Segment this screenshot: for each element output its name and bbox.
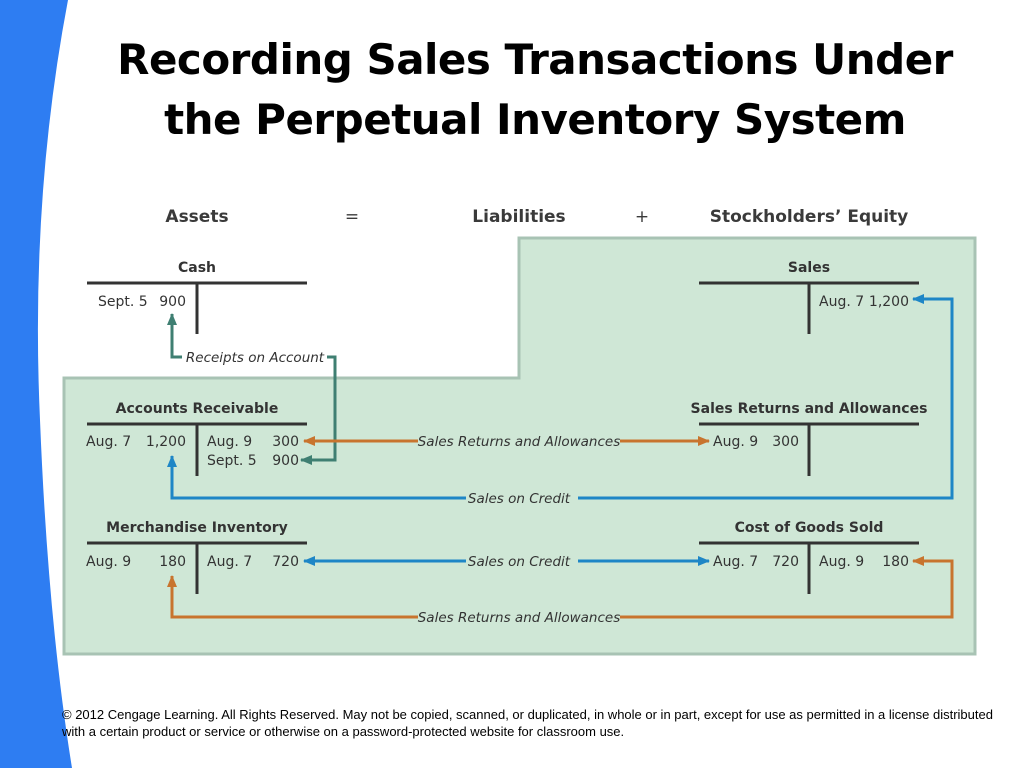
flow-label-sra-top: Sales Returns and Allowances: [418, 434, 621, 450]
t-account-merchandise-inventory: Merchandise Inventory Aug. 9 180 Aug. 7 …: [86, 520, 307, 594]
cogs-credit-amount: 180: [882, 554, 909, 570]
t-account-cash: Cash Sept. 5 900: [87, 260, 307, 334]
flow-label-receipts: Receipts on Account: [186, 350, 325, 366]
mi-credit-date: Aug. 7: [207, 554, 252, 570]
ar-debit-date: Aug. 7: [86, 434, 131, 450]
sales-credit-amount: 1,200: [869, 294, 909, 310]
account-name-merchandise-inventory: Merchandise Inventory: [106, 520, 288, 536]
sra-debit-amount: 300: [772, 434, 799, 450]
equation-plus: +: [635, 207, 649, 227]
equation-equals: =: [345, 207, 359, 227]
ar-credit-date-1: Aug. 9: [207, 434, 252, 450]
flow-label-credit-top: Sales on Credit: [468, 491, 571, 507]
equation-assets: Assets: [165, 207, 228, 227]
t-account-cogs: Cost of Goods Sold Aug. 7 720 Aug. 9 180: [699, 520, 919, 594]
ar-credit-date-2: Sept. 5: [207, 453, 257, 469]
account-name-cash: Cash: [178, 260, 216, 276]
flow-receipts-from-ar-arrow: [300, 355, 337, 465]
account-name-cogs: Cost of Goods Sold: [735, 520, 884, 536]
left-accent-band: [0, 0, 72, 768]
cash-debit-amount: 900: [159, 294, 186, 310]
t-account-sales-returns: Sales Returns and Allowances Aug. 9 300: [691, 401, 928, 476]
ar-credit-amount-2: 900: [272, 453, 299, 469]
cogs-credit-date: Aug. 9: [819, 554, 864, 570]
equation-liabilities: Liabilities: [472, 207, 565, 227]
flow-credit-to-ar-arrow: [167, 455, 466, 500]
mi-credit-amount: 720: [272, 554, 299, 570]
flow-credit-to-sales-arrow: [578, 294, 954, 500]
green-panel: [62, 236, 977, 656]
t-account-accounts-receivable: Accounts Receivable Aug. 7 1,200 Aug. 9 …: [86, 401, 307, 476]
flow-sra-bottom-to-mi-arrow: [167, 575, 418, 619]
cash-debit-date: Sept. 5: [98, 294, 148, 310]
sales-credit-date: Aug. 7: [819, 294, 864, 310]
t-account-sales: Sales Aug. 7 1,200: [699, 260, 919, 334]
equation-equity: Stockholders’ Equity: [710, 207, 909, 227]
sra-debit-date: Aug. 9: [713, 434, 758, 450]
slide-title-line-1: Recording Sales Transactions Under: [117, 35, 953, 84]
mi-debit-amount: 180: [159, 554, 186, 570]
flow-label-sra-bottom: Sales Returns and Allowances: [418, 610, 621, 626]
cogs-debit-date: Aug. 7: [713, 554, 758, 570]
mi-debit-date: Aug. 9: [86, 554, 131, 570]
ar-credit-amount-1: 300: [272, 434, 299, 450]
flow-label-credit-mid: Sales on Credit: [468, 554, 571, 570]
slide-title: Recording Sales Transactions Under the P…: [70, 30, 1000, 150]
account-name-sales: Sales: [788, 260, 830, 276]
flow-sra-bottom-to-cogs-arrow: [620, 556, 954, 619]
flow-receipts-to-cash-arrow: [167, 313, 182, 359]
account-name-accounts-receivable: Accounts Receivable: [116, 401, 279, 417]
copyright-footer: © 2012 Cengage Learning. All Rights Rese…: [62, 707, 993, 739]
slide-title-line-2: the Perpetual Inventory System: [164, 95, 906, 144]
cogs-debit-amount: 720: [772, 554, 799, 570]
ar-debit-amount: 1,200: [146, 434, 186, 450]
account-name-sales-returns: Sales Returns and Allowances: [691, 401, 928, 417]
